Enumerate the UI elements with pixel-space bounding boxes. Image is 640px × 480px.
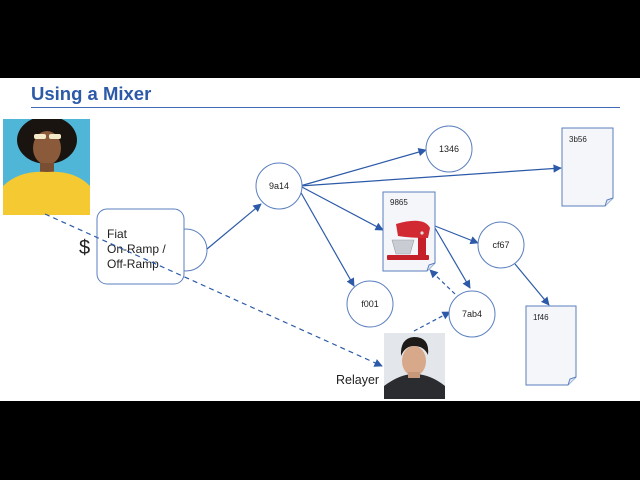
- document-3b56: 3b56: [561, 127, 614, 207]
- document-9865: 9865: [382, 191, 436, 272]
- onramp-label-line-1: Fiat: [107, 227, 128, 241]
- node-1346: 1346: [425, 125, 473, 173]
- svg-text:3b56: 3b56: [569, 135, 587, 144]
- node-9a14: 9a14: [255, 162, 303, 210]
- dashed-arrow-7ab4-to-9865: [429, 269, 456, 295]
- arrow-9a14-to-1346: [299, 148, 427, 187]
- arrow-9a14-to-9865: [299, 185, 384, 231]
- arrow-9865-to-cf67: [434, 225, 479, 245]
- relayer-avatar: [384, 333, 445, 399]
- slide: Using a Mixer $ Fiat: [0, 78, 640, 401]
- svg-text:1346: 1346: [439, 144, 459, 154]
- node-7ab4: 7ab4: [448, 290, 496, 338]
- arrow-cf67-to-1f46: [514, 263, 550, 306]
- slide-title: Using a Mixer: [31, 83, 152, 104]
- svg-text:f001: f001: [361, 299, 379, 309]
- onramp-label-line-3: Off-Ramp: [107, 257, 159, 271]
- dashed-arrow-relayer-to-7ab4: [413, 311, 451, 332]
- svg-text:1f46: 1f46: [533, 313, 549, 322]
- stand-mixer-icon: [387, 220, 430, 260]
- svg-text:9865: 9865: [390, 198, 408, 207]
- node-f001: f001: [346, 280, 394, 328]
- mixer-diagram: $ Fiat On-Ramp / Off-Ramp 9a14 1346: [3, 119, 614, 399]
- svg-text:cf67: cf67: [492, 240, 509, 250]
- node-cf67: cf67: [477, 221, 525, 269]
- arrow-9a14-to-3b56: [299, 164, 562, 187]
- svg-text:7ab4: 7ab4: [462, 309, 482, 319]
- onramp-label-line-2: On-Ramp /: [107, 242, 166, 256]
- user-avatar: [3, 119, 90, 215]
- arrow-onramp-to-9a14: [206, 203, 262, 250]
- relayer-label: Relayer: [336, 373, 379, 387]
- svg-text:9a14: 9a14: [269, 181, 289, 191]
- user-to-relayer-dashed-arrow: [44, 213, 383, 367]
- currency-symbol: $: [79, 237, 90, 259]
- title-divider: [31, 107, 620, 108]
- arrow-9865-to-7ab4: [434, 227, 471, 289]
- onramp-box: [96, 208, 185, 285]
- document-1f46: 1f46: [525, 305, 577, 386]
- arrow-9a14-to-f001: [299, 190, 355, 287]
